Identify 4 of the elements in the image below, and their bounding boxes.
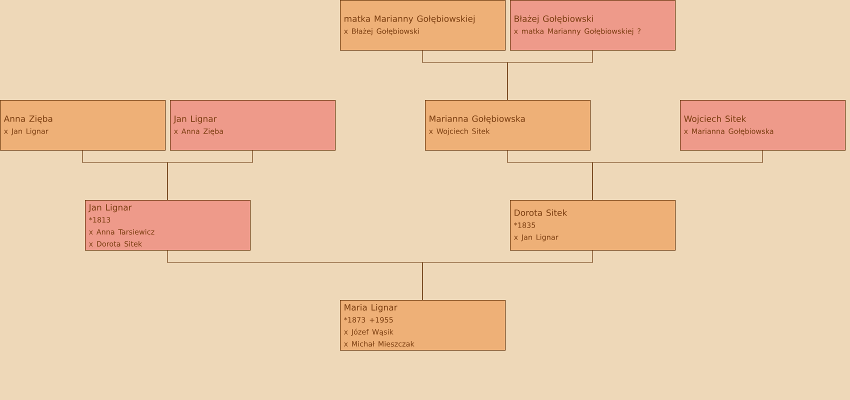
connector-line xyxy=(507,50,593,100)
connector-line xyxy=(167,150,253,200)
connector-line xyxy=(422,250,593,300)
connector-line xyxy=(592,150,763,200)
